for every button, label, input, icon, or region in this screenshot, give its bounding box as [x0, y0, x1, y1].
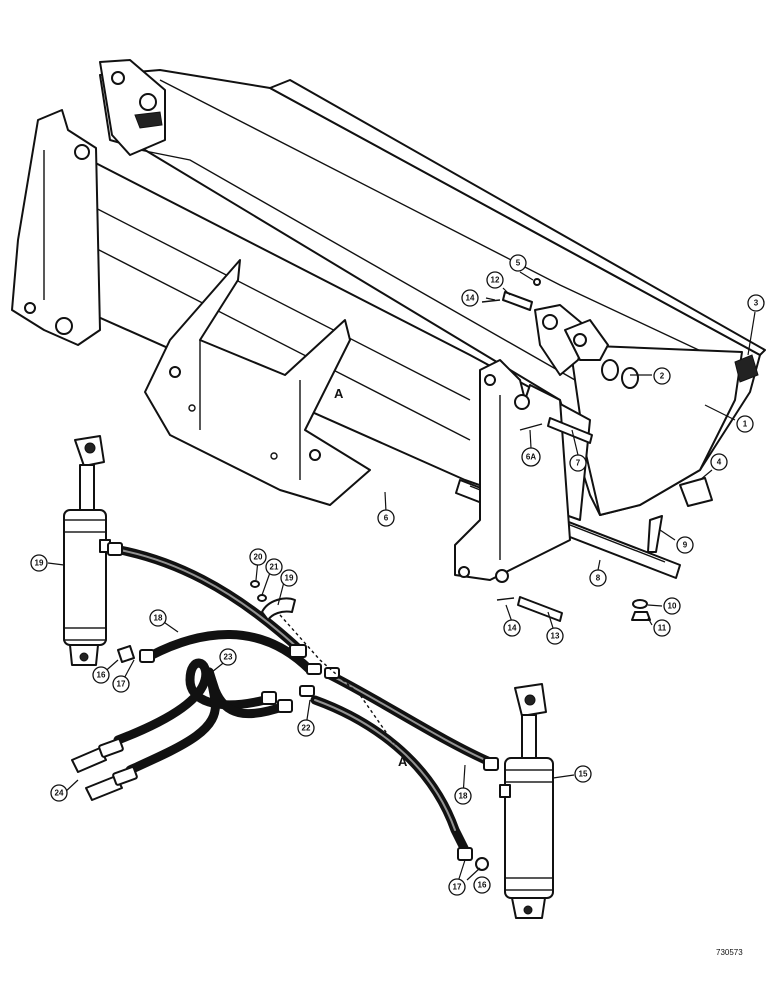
- svg-text:23: 23: [224, 653, 233, 662]
- svg-text:16: 16: [97, 671, 106, 680]
- callout-20: 20: [249, 548, 267, 566]
- callout-5: 5: [509, 254, 527, 272]
- svg-text:20: 20: [254, 553, 263, 562]
- svg-text:11: 11: [658, 624, 667, 633]
- svg-text:13: 13: [551, 632, 560, 641]
- section-mark-a-lower: A: [398, 754, 408, 769]
- svg-text:22: 22: [302, 724, 311, 733]
- callout-4: 4: [710, 453, 728, 471]
- svg-text:21: 21: [270, 563, 279, 572]
- callout-24: 24: [50, 784, 68, 802]
- svg-text:6: 6: [384, 514, 389, 523]
- svg-text:1: 1: [743, 420, 748, 429]
- svg-text:17: 17: [117, 680, 126, 689]
- svg-text:18: 18: [459, 792, 468, 801]
- callout-14-lower: 14: [503, 619, 521, 637]
- callout-11: 11: [653, 619, 671, 637]
- svg-text:14: 14: [508, 624, 517, 633]
- box-beam: [39, 154, 591, 521]
- callout-2: 2: [653, 367, 671, 385]
- callout-3: 3: [747, 294, 765, 312]
- callout-14-upper: 14: [461, 289, 479, 307]
- callout-18-upper: 18: [149, 609, 167, 627]
- hydraulic-hoses: [113, 545, 495, 855]
- svg-text:14: 14: [466, 294, 475, 303]
- section-line-a-a: [279, 614, 396, 746]
- center-bracket: [144, 259, 371, 506]
- figure-number: 730573: [716, 948, 743, 957]
- svg-text:2: 2: [660, 372, 665, 381]
- callout-23: 23: [219, 648, 237, 666]
- callout-22: 22: [297, 719, 315, 737]
- loader-bucket: [99, 59, 766, 516]
- svg-text:10: 10: [668, 602, 677, 611]
- hose-fittings: [71, 542, 499, 871]
- svg-text:24: 24: [55, 789, 64, 798]
- svg-text:16: 16: [478, 881, 487, 890]
- svg-text:7: 7: [576, 459, 581, 468]
- svg-text:17: 17: [453, 883, 462, 892]
- callout-7: 7: [569, 454, 587, 472]
- callout-1: 1: [736, 415, 754, 433]
- mounting-ears: [534, 304, 759, 507]
- svg-text:8: 8: [596, 574, 601, 583]
- callout-17-right: 17: [448, 878, 466, 896]
- svg-text:19: 19: [285, 574, 294, 583]
- callout-18-lower: 18: [454, 787, 472, 805]
- hydraulic-cylinder-right: [499, 683, 554, 919]
- left-frame: [11, 109, 101, 346]
- callout-6a: 6A: [521, 447, 541, 467]
- callout-21: 21: [265, 558, 283, 576]
- right-frame: [454, 359, 571, 583]
- svg-text:6A: 6A: [526, 453, 536, 462]
- svg-text:12: 12: [491, 276, 500, 285]
- callout-15: 15: [574, 765, 592, 783]
- callout-16-left: 16: [92, 666, 110, 684]
- pins-and-hardware: [481, 278, 663, 622]
- callout-19-clamp: 19: [280, 569, 298, 587]
- callout-6: 6: [377, 509, 395, 527]
- svg-text:4: 4: [717, 458, 722, 467]
- svg-text:9: 9: [683, 541, 688, 550]
- callout-10: 10: [663, 597, 681, 615]
- callout-16-right: 16: [473, 876, 491, 894]
- svg-text:19: 19: [35, 559, 44, 568]
- svg-text:15: 15: [579, 770, 588, 779]
- callouts: 1 2 3 4 5 6 6A 7 8 9 10 11 12 13 14 14 1…: [30, 254, 765, 896]
- callout-8: 8: [589, 569, 607, 587]
- callout-19-cylinder: 19: [30, 554, 48, 572]
- callout-12: 12: [486, 271, 504, 289]
- svg-text:18: 18: [154, 614, 163, 623]
- svg-text:5: 5: [516, 259, 521, 268]
- callout-13: 13: [546, 627, 564, 645]
- callout-17-left: 17: [112, 675, 130, 693]
- hydraulic-cylinder-left: [63, 435, 111, 666]
- callout-9: 9: [676, 536, 694, 554]
- section-mark-a-upper: A: [334, 386, 344, 401]
- svg-text:3: 3: [754, 299, 759, 308]
